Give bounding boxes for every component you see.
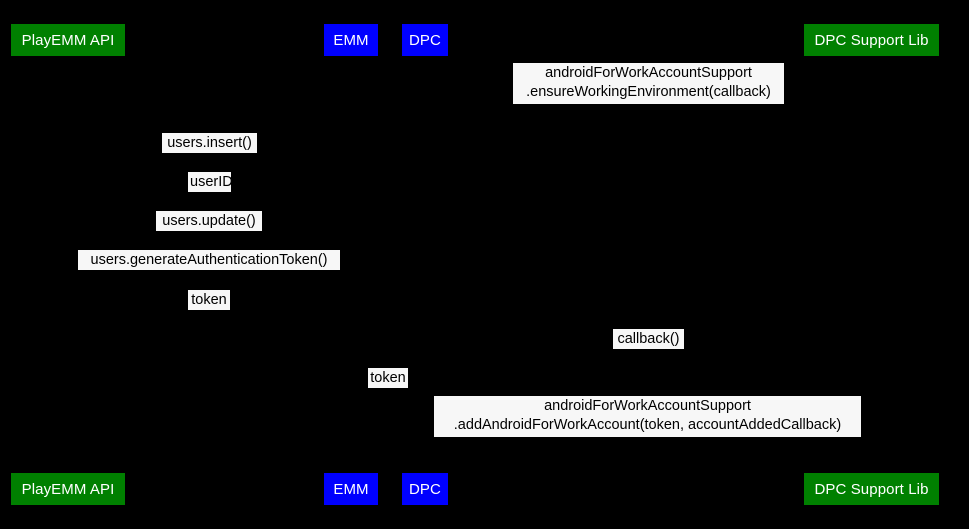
message-arrow-users-update (68, 231, 351, 232)
participant-header-label-emm: EMM (333, 31, 369, 49)
message-arrow-user-id (68, 192, 351, 193)
participant-footer-label-emm: EMM (333, 480, 369, 498)
message-arrow-users-generate-authentication-token (68, 270, 351, 271)
message-arrow-callback (425, 349, 871, 350)
participant-footer-label-dpc: DPC (409, 480, 441, 498)
message-label-token-to-emm: token (188, 290, 230, 310)
message-label-users-generate-authentication-token: users.generateAuthenticationToken() (78, 250, 340, 270)
participant-header-label-dpc: DPC (409, 31, 441, 49)
participant-footer-label-playemm-api: PlayEMM API (21, 480, 115, 498)
message-label-users-insert: users.insert() (162, 133, 257, 153)
message-line-1: users.insert() (167, 135, 252, 151)
message-line-1: token (370, 370, 406, 386)
message-line-1: callback() (617, 331, 680, 347)
lifeline-dpc-support-lib (871, 56, 872, 473)
participant-header-emm[interactable]: EMM (324, 24, 378, 56)
participant-footer-dpc-support-lib[interactable]: DPC Support Lib (804, 473, 939, 505)
participant-header-label-playemm-api: PlayEMM API (21, 31, 115, 49)
message-arrow-token-to-emm (68, 310, 351, 311)
message-arrow-token-to-dpc (351, 388, 425, 389)
message-arrow-users-insert (68, 153, 351, 154)
message-label-token-to-dpc: token (368, 368, 408, 388)
participant-header-dpc-support-lib[interactable]: DPC Support Lib (804, 24, 939, 56)
message-line-2: .addAndroidForWorkAccount(token, account… (453, 417, 842, 433)
lifeline-playemm-api (68, 56, 69, 473)
message-arrow-add-android-for-work-account (425, 437, 871, 438)
message-label-callback: callback() (613, 329, 684, 349)
participant-header-label-dpc-support-lib: DPC Support Lib (814, 31, 929, 49)
participant-header-dpc[interactable]: DPC (402, 24, 448, 56)
lifeline-emm (351, 56, 352, 473)
message-label-ensure-working-environment: androidForWorkAccountSupport .ensureWork… (513, 63, 784, 104)
message-arrow-ensure-working-environment (425, 104, 871, 105)
message-line-1: token (191, 292, 227, 308)
participant-footer-label-dpc-support-lib: DPC Support Lib (814, 480, 929, 498)
message-line-1: userID (190, 174, 233, 190)
message-line-2: .ensureWorkingEnvironment(callback) (526, 84, 771, 100)
participant-footer-dpc[interactable]: DPC (402, 473, 448, 505)
message-line-1: users.update() (162, 213, 256, 229)
participant-footer-emm[interactable]: EMM (324, 473, 378, 505)
participant-footer-playemm-api[interactable]: PlayEMM API (11, 473, 125, 505)
message-line-1: androidForWorkAccountSupport (545, 65, 752, 81)
message-label-users-update: users.update() (156, 211, 262, 231)
message-line-1: users.generateAuthenticationToken() (90, 252, 328, 268)
lifeline-dpc (425, 56, 426, 473)
participant-header-playemm-api[interactable]: PlayEMM API (11, 24, 125, 56)
message-label-user-id: userID (188, 172, 233, 192)
message-line-1: androidForWorkAccountSupport (544, 398, 751, 414)
message-label-add-android-for-work-account: androidForWorkAccountSupport .addAndroid… (434, 396, 861, 437)
